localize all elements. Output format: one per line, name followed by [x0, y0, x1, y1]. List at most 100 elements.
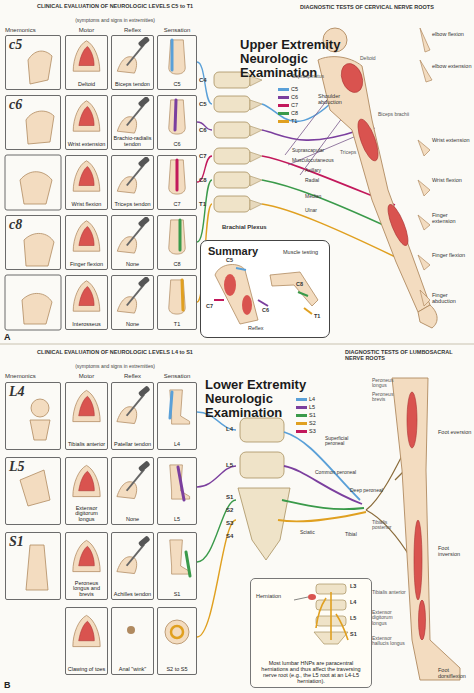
text-label: T1 [314, 314, 328, 320]
legend-item: L5 [296, 404, 315, 411]
exam-cell: Wrist extension [65, 95, 108, 150]
legend-swatch [278, 120, 289, 123]
text-label: L5 [226, 462, 240, 468]
legend-text: S2 [309, 420, 316, 426]
text-label: S4 [226, 533, 240, 539]
text-label: Shoulder abduction [318, 94, 362, 106]
legend-swatch [296, 406, 307, 409]
text-label: Radial [305, 178, 345, 183]
node-text: C6 [159, 142, 195, 148]
text-label: S3 [226, 520, 240, 526]
node-text: Brachio-radialis tendon [113, 136, 152, 148]
mnemonic-box: c5 [5, 35, 61, 90]
text-label: (symptoms and signs in extremities) [30, 364, 200, 369]
node-text: L5 [159, 517, 195, 523]
legend-text: C6 [291, 94, 298, 100]
exam-cell: None [111, 275, 154, 330]
exam-cell: T1 [157, 275, 197, 330]
exam-cell: Biceps tendon [111, 35, 154, 90]
text-label: Herniation [256, 594, 292, 600]
node-text: c6 [9, 97, 22, 113]
exam-cell: Brachio-radialis tendon [111, 95, 154, 150]
text-label: Tibial [345, 532, 375, 537]
text-label: Motor [65, 27, 108, 33]
exam-cell: Achilles tendon [111, 532, 154, 600]
text-label: Reflex [111, 27, 154, 33]
legend-text: L5 [309, 404, 315, 410]
text-label: Finger flexion [432, 253, 472, 259]
legend-swatch [278, 112, 289, 115]
node-text: Anal "wink" [113, 667, 152, 673]
text-label: Foot eversion [438, 430, 472, 436]
text-label: C6 [199, 127, 213, 133]
text-label: Sensation [157, 373, 197, 379]
legend-text: L4 [309, 396, 315, 402]
mnemonic-box: c8 [5, 215, 61, 270]
exam-cell: Anal "wink" [111, 607, 154, 675]
text-label: Extensor hallucis longus [372, 636, 408, 647]
text-label: Triceps [340, 150, 370, 155]
node-text: S1 [9, 534, 24, 550]
node-text: Wrist extension [67, 142, 106, 148]
text-label: Ulnar [305, 208, 345, 213]
mnemonic-box: S1 [5, 532, 61, 600]
text-label: DIAGNOSTIC TESTS OF LUMBOSACRAL NERVE RO… [345, 350, 470, 362]
node-text: Summary [208, 245, 258, 257]
text-label: Common peroneal [315, 470, 359, 475]
legend-item: C7 [278, 102, 298, 109]
text-label: Mnemonics [5, 27, 61, 33]
text-label: Reflex [111, 373, 154, 379]
text-label: Motor [65, 373, 108, 379]
mnemonic-box: L5 [5, 457, 61, 525]
node-text: Peroneus longus and brevis [67, 581, 106, 598]
text-label: CLINICAL EVALUATION OF NEUROLOGIC LEVELS… [30, 4, 200, 10]
exam-cell: L5 [157, 457, 197, 525]
node-text: c5 [9, 37, 22, 53]
node-text: L5 [9, 459, 25, 475]
node-text: C7 [159, 202, 195, 208]
legend-swatch [278, 104, 289, 107]
text-label: Finger abduction [432, 293, 472, 305]
text-label: Brachial Plexus [222, 224, 292, 230]
legend-swatch [296, 430, 307, 433]
node-text: Patellar tendon [113, 442, 152, 448]
exam-cell: Deltoid [65, 35, 108, 90]
node-text: Deltoid [67, 82, 106, 88]
node-text: None [113, 262, 152, 268]
text-label: elbow extension [432, 64, 472, 70]
text-label: Mnemonics [5, 373, 61, 379]
exam-cell: Extensor digitorum longus [65, 457, 108, 525]
text-label: Muscle testing [283, 250, 327, 256]
node-text: S1 [159, 592, 195, 598]
legend-item: S2 [296, 420, 316, 427]
node-text: Interosseus [67, 322, 106, 328]
node-text: C5 [159, 82, 195, 88]
text-label: Superficial peroneal [325, 436, 369, 447]
text-label: C8 [199, 177, 213, 183]
text-label: Sciatic [300, 530, 330, 535]
legend-item: S1 [296, 412, 316, 419]
node-text: c8 [9, 217, 22, 233]
legend-item: C8 [278, 110, 298, 117]
legend-swatch [278, 88, 289, 91]
exam-cell: None [111, 215, 154, 270]
exam-cell: S1 [157, 532, 197, 600]
exam-cell: C7 [157, 155, 197, 210]
node-text: Finger flexion [67, 262, 106, 268]
text-label: Deltoid [360, 56, 400, 61]
text-label: Axillary [305, 168, 345, 173]
exam-cell: C6 [157, 95, 197, 150]
node-text: Tibialis anterior [67, 442, 106, 448]
node-text: Most lumbar HNPs are paracentral herniat… [255, 660, 367, 684]
node-text: Extensor digitorum longus [67, 506, 106, 523]
node-text: T1 [159, 322, 195, 328]
exam-cell: L4 [157, 382, 197, 450]
legend-swatch [278, 96, 289, 99]
exam-cell: Interosseus [65, 275, 108, 330]
text-label: Biceps brachii [378, 112, 418, 117]
node-text: Wrist flexion [67, 202, 106, 208]
text-label: C4 [199, 77, 213, 83]
text-label: C5 [226, 258, 240, 264]
legend-swatch [296, 414, 307, 417]
